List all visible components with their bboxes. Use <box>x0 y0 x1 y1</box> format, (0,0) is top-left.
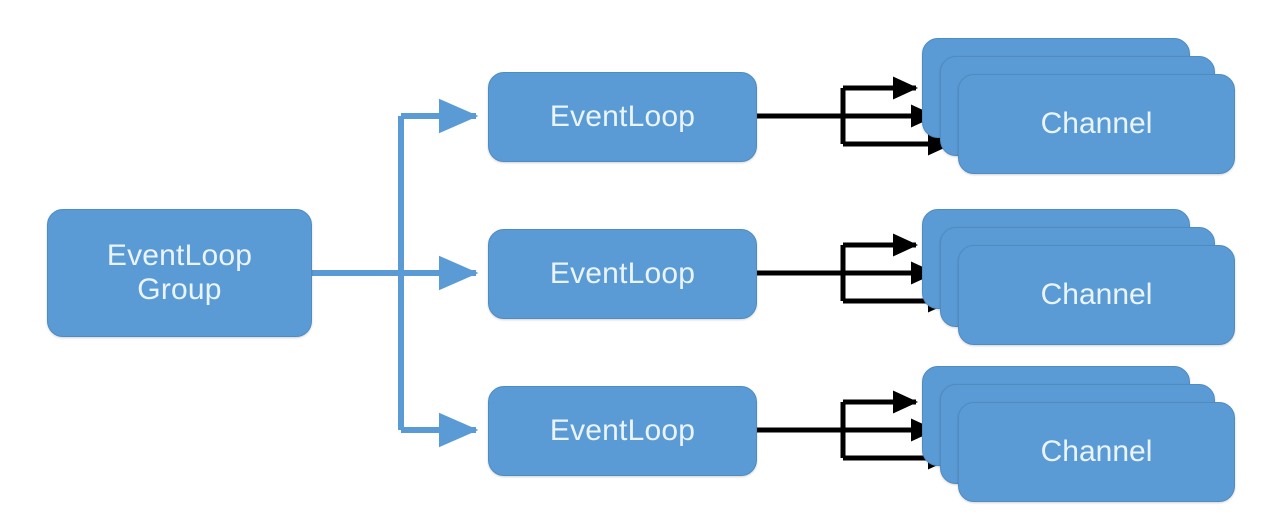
eventloop-1-label: EventLoop <box>549 100 696 134</box>
eventloop-3-label: EventLoop <box>549 414 696 448</box>
channel-1-label: Channel <box>1040 107 1153 140</box>
node-eventloop-1[interactable]: EventLoop <box>488 72 757 162</box>
channel-stack-3-front[interactable]: Channel <box>958 402 1235 502</box>
channel-2-label: Channel <box>1040 278 1153 311</box>
eventloop-group-label-line1: EventLoop <box>106 239 253 273</box>
eventloop-group-label-line2: Group <box>137 273 222 306</box>
channel-stack-2-front[interactable]: Channel <box>958 245 1235 345</box>
node-eventloop-3[interactable]: EventLoop <box>488 386 757 476</box>
node-eventloop-2[interactable]: EventLoop <box>488 229 757 319</box>
channel-3-label: Channel <box>1040 435 1153 468</box>
eventloop-2-label: EventLoop <box>549 257 696 291</box>
channel-stack-1-front[interactable]: Channel <box>958 74 1235 174</box>
node-eventloop-group[interactable]: EventLoop Group <box>47 209 312 337</box>
